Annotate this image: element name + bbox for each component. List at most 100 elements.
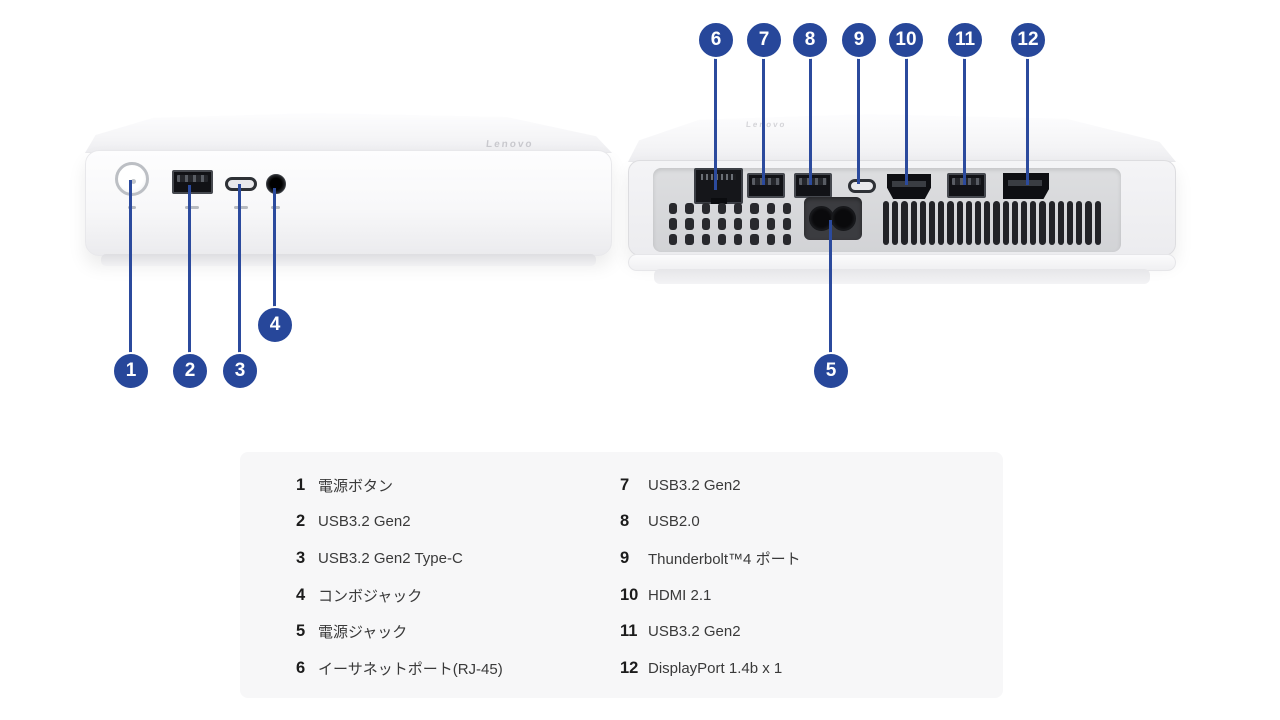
vent-dot [782, 233, 791, 245]
vent-dot [717, 218, 726, 230]
vent-slot [975, 201, 982, 245]
callout-badge-5: 5 [812, 352, 850, 390]
left-vent-grid [669, 203, 791, 245]
vent-slot [901, 201, 908, 245]
legend-row: 2 USB3.2 Gen2 [296, 504, 620, 541]
power-jack-hole [831, 206, 856, 231]
vent-dot [701, 233, 710, 245]
vent-slot [1094, 201, 1101, 245]
vent-slot [1021, 201, 1028, 245]
usb-tongue [177, 175, 208, 182]
vent-dot [766, 203, 775, 215]
legend-label: イーサネットポート(RJ-45) [318, 660, 503, 678]
legend-label: Thunderbolt™4 ポート [648, 550, 801, 568]
legend-row: 1 電源ボタン [296, 467, 620, 504]
vent-slot [892, 201, 899, 245]
legend-right-column: 7 USB3.2 Gen2 8 USB2.0 9 Thunderbolt™4 ポ… [620, 467, 801, 698]
vent-dot [766, 233, 775, 245]
legend-number: 2 [296, 512, 306, 531]
callout-line-2 [188, 185, 191, 354]
vent-dot [734, 203, 743, 215]
legend-number: 7 [620, 475, 630, 494]
hdmi-slot [892, 181, 926, 187]
vent-dot [734, 233, 743, 245]
displayport-port [1003, 173, 1049, 199]
vent-dot [701, 203, 710, 215]
vent-slot [910, 201, 917, 245]
displayport-slot [1008, 180, 1042, 186]
legend-label: 電源ボタン [318, 477, 394, 495]
legend-number: 8 [620, 512, 630, 531]
rear-view-photo: Lenovo [628, 112, 1176, 292]
vent-slot [883, 201, 890, 245]
legend-row: 9 Thunderbolt™4 ポート [620, 540, 801, 577]
front-base [101, 254, 596, 266]
rear-usb-port-7 [747, 173, 785, 198]
legend-row: 7 USB3.2 Gen2 [620, 467, 801, 504]
vent-dot [685, 218, 694, 230]
callout-line-12 [1026, 57, 1029, 185]
legend-row: 12 DisplayPort 1.4b x 1 [620, 650, 801, 687]
legend-number: 6 [296, 658, 306, 677]
callout-line-11 [963, 57, 966, 185]
vent-slot [929, 201, 936, 245]
vent-dot [782, 218, 791, 230]
rear-usb-port-11 [947, 173, 986, 198]
vent-slot [956, 201, 963, 245]
callout-badge-8: 8 [791, 21, 829, 59]
vent-slot [1039, 201, 1046, 245]
legend-row: 11 USB3.2 Gen2 [620, 613, 801, 650]
vent-dot [750, 203, 759, 215]
ethernet-clip [710, 198, 727, 204]
callout-badge-11: 11 [946, 21, 984, 59]
callout-line-1 [129, 180, 132, 354]
vent-dot [782, 203, 791, 215]
legend-label: USB3.2 Gen2 Type-C [318, 549, 463, 567]
callout-line-7 [762, 57, 765, 185]
callout-badge-4: 4 [256, 306, 294, 344]
vent-slot [1085, 201, 1092, 245]
vent-slot [1002, 201, 1009, 245]
power-symbol-icon [128, 206, 136, 209]
vent-dot [669, 218, 678, 230]
legend-number: 5 [296, 622, 306, 641]
lenovo-logo-rear: Lenovo [745, 120, 787, 129]
vent-slot [1048, 201, 1055, 245]
vent-slot [938, 201, 945, 245]
ethernet-port [694, 168, 743, 204]
power-led [131, 179, 136, 184]
callout-badge-12: 12 [1009, 21, 1047, 59]
legend-label: 電源ジャック [318, 624, 408, 642]
lenovo-logo-front: Lenovo [485, 139, 535, 150]
vent-slot [947, 201, 954, 245]
vent-dot [701, 218, 710, 230]
vent-dot [750, 233, 759, 245]
front-usb-c-port [225, 177, 257, 191]
legend-row: 4 コンボジャック [296, 577, 620, 614]
callout-badge-7: 7 [745, 21, 783, 59]
front-face [85, 150, 612, 256]
vent-slot [1057, 201, 1065, 245]
callout-line-4 [273, 188, 276, 308]
vent-slot [984, 201, 991, 245]
vent-dot [717, 233, 726, 245]
port-recess [653, 168, 1121, 252]
power-jack [804, 197, 862, 240]
legend-number: 12 [620, 658, 639, 677]
legend-number: 1 [296, 475, 306, 494]
callout-line-10 [905, 57, 908, 185]
rear-face [628, 160, 1176, 256]
callout-line-5 [829, 220, 832, 354]
vent-dot [750, 218, 759, 230]
legend-number: 11 [620, 622, 638, 641]
vent-dot [685, 203, 694, 215]
callout-badge-10: 10 [887, 21, 925, 59]
callout-badge-9: 9 [840, 21, 878, 59]
legend-row: 6 イーサネットポート(RJ-45) [296, 650, 620, 687]
vent-slot [919, 201, 927, 245]
usb-c-ss-icon [234, 206, 248, 209]
legend-number: 10 [620, 585, 639, 604]
legend-label: USB3.2 Gen2 [648, 476, 741, 494]
front-top-face: Lenovo [85, 113, 612, 153]
